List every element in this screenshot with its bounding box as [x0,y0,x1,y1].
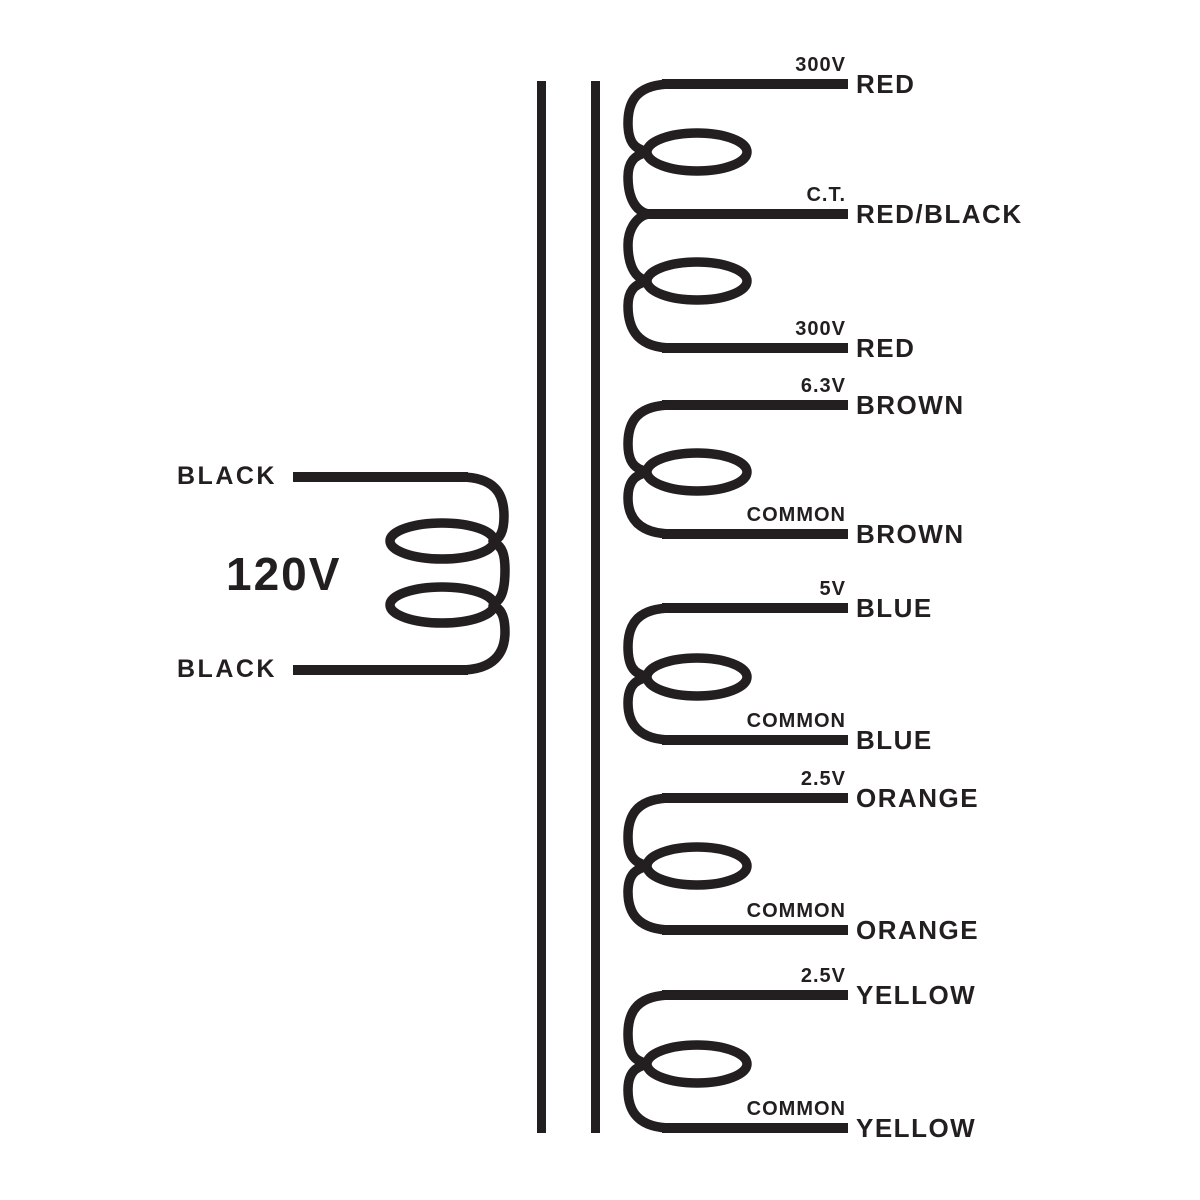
tap-voltage-label: COMMON [746,1098,846,1120]
brown-bend-2 [623,468,677,539]
secondary-coil-2-5v-yellow [623,990,848,1133]
wire-color-label: RED [856,69,916,99]
primary-lead-label-top: BLACK [177,462,277,490]
blue-bend-2 [623,673,677,745]
hv-bend-2 [623,148,653,219]
primary-voltage-label: 120V [226,548,342,600]
primary-lead-label-bottom: BLACK [177,655,277,683]
hv-bend-1 [623,79,677,156]
wire-color-label: RED/BLACK [856,199,1023,229]
blue-bend-1 [623,603,677,681]
tap-voltage-label: COMMON [746,504,846,526]
primary-coil [293,472,510,675]
tap-voltage-label: 2.5V [800,768,846,790]
tap-voltage-label: 300V [795,54,846,76]
primary-coil-loop-1 [385,518,499,564]
tap-voltage-label: 5V [819,578,846,600]
tap-voltage-label: 300V [795,318,846,340]
wire-color-label: ORANGE [856,915,980,945]
secondary-coil-hv [623,79,848,353]
tap-voltage-label: 2.5V [800,965,846,987]
wire-color-label: BLUE [856,593,933,623]
tap-voltage-label: 6.3V [800,375,846,397]
primary-coil-bend-top [455,472,509,546]
orange-bend-2 [623,862,677,935]
wire-color-label: BROWN [856,519,965,549]
primary-coil-loop-2 [385,582,499,628]
wire-color-label: YELLOW [856,980,977,1010]
orange-loop [642,842,752,890]
wire-color-label: BLUE [856,725,933,755]
tap-voltage-label: COMMON [746,900,846,922]
brown-loop [642,448,752,496]
tap-voltage-label: COMMON [746,710,846,732]
hv-bend-4 [623,277,677,353]
wire-color-label: BROWN [856,390,965,420]
yellow-loop [642,1040,752,1088]
hv-loop-1 [642,128,752,176]
tap-voltage-label: C.T. [806,184,846,206]
primary-coil-bend-mid [489,538,510,608]
wire-color-label: RED [856,333,916,363]
wire-color-label: ORANGE [856,783,980,813]
secondary-coil-2-5v-orange [623,793,848,935]
secondary-coil-6-3v [623,400,848,539]
hv-bend-3 [623,209,653,285]
yellow-bend-1 [623,990,677,1068]
wire-color-label: YELLOW [856,1113,977,1143]
yellow-bend-2 [623,1060,677,1133]
secondary-coil-5v [623,603,848,745]
primary-coil-bend-bottom [455,601,510,675]
orange-bend-1 [623,793,677,870]
hv-loop-2 [642,257,752,305]
blue-loop [642,653,752,701]
brown-bend-1 [623,400,677,476]
